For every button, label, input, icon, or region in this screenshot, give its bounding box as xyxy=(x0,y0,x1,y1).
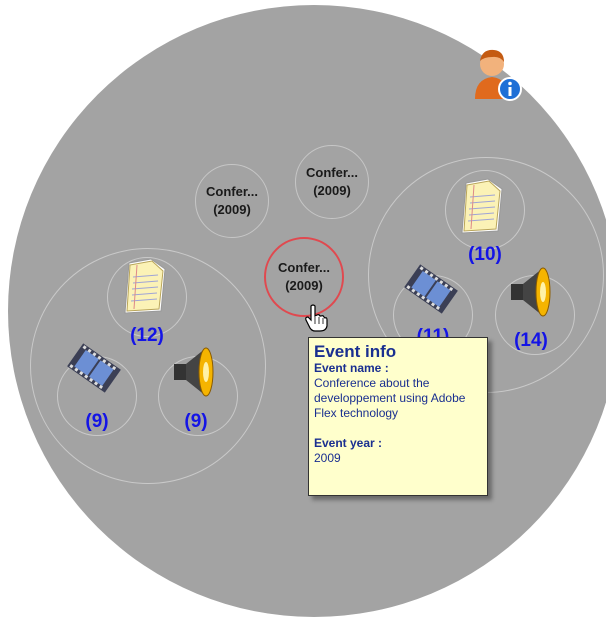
audio-count: (14) xyxy=(514,330,548,351)
event-title: Confer... xyxy=(277,260,330,275)
audio-icon[interactable] xyxy=(170,344,216,400)
hand-cursor-icon xyxy=(305,304,328,332)
document-count: (12) xyxy=(130,325,164,346)
event-title: Confer... xyxy=(205,184,258,199)
event-year-value: 2009 xyxy=(314,451,341,465)
event-bubble-hovered[interactable]: Confer... (2009) xyxy=(264,237,344,317)
document-ring[interactable] xyxy=(107,257,187,337)
event-title: Confer... xyxy=(305,165,358,180)
event-year: (2009) xyxy=(313,183,351,198)
video-count: (9) xyxy=(85,411,109,432)
document-ring[interactable] xyxy=(445,170,525,250)
user-info-icon[interactable] xyxy=(470,44,526,104)
event-bubble[interactable]: Confer... (2009) xyxy=(195,164,269,238)
event-year: (2009) xyxy=(285,278,323,293)
event-name-label: Event name : xyxy=(314,361,389,375)
event-bubble[interactable]: Confer... (2009) xyxy=(295,145,369,219)
tooltip-title: Event info xyxy=(314,342,397,361)
event-year-label: Event year : xyxy=(314,436,383,450)
audio-icon[interactable] xyxy=(507,264,553,320)
left-cluster-ring[interactable] xyxy=(30,248,266,484)
event-name-value: Conference about the developpement using… xyxy=(314,376,466,420)
video-icon[interactable] xyxy=(63,340,125,396)
event-year: (2009) xyxy=(213,202,251,217)
video-icon[interactable] xyxy=(400,261,462,317)
document-icon[interactable] xyxy=(121,257,169,315)
audio-count: (9) xyxy=(184,411,208,432)
event-info-tooltip: Event info Event name : Conference about… xyxy=(308,337,488,496)
document-count: (10) xyxy=(468,244,502,265)
document-icon[interactable] xyxy=(458,177,506,235)
